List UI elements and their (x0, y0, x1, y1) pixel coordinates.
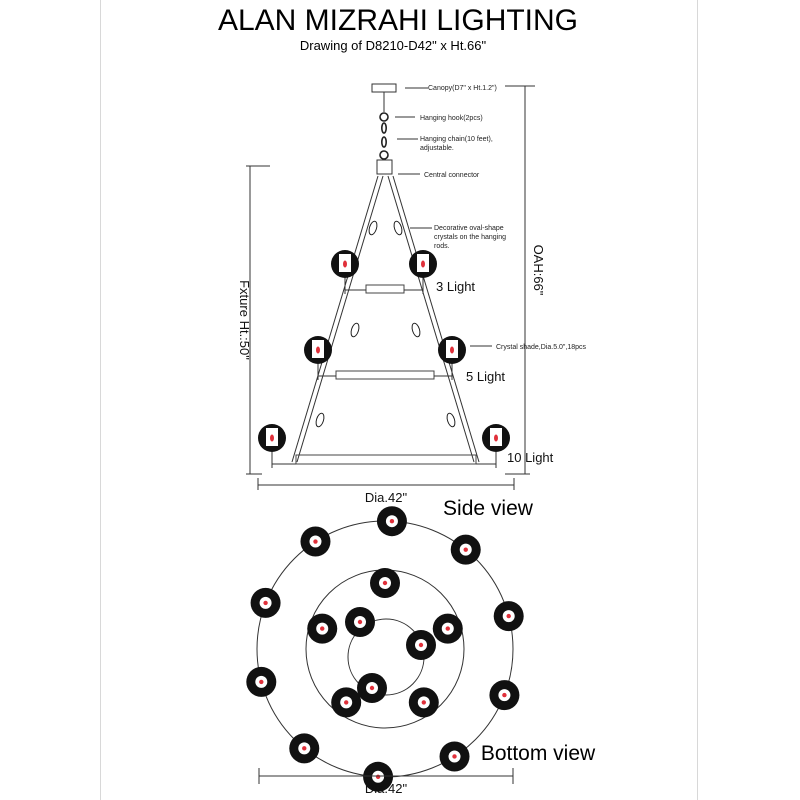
bottom-dia-dimension (258, 768, 514, 784)
bottom-shade (439, 741, 470, 772)
bottom-view (246, 506, 524, 792)
connector-label: Central connector (424, 172, 480, 179)
oah-dimension (505, 85, 535, 475)
bottom-shade (300, 526, 331, 557)
leader-lines (395, 87, 492, 347)
bottom-view-label: Bottom view (481, 742, 596, 765)
rod-crystals (315, 220, 456, 428)
oah-label: OAH:66" (531, 245, 546, 296)
bottom-shade (289, 733, 320, 764)
hook-label: Hanging hook(2pcs) (420, 115, 483, 122)
subtitle: Drawing of D8210-D42" x Ht.66" (300, 38, 487, 53)
bottom-shade (250, 587, 281, 618)
bottom-shade (376, 506, 407, 537)
canopy (371, 83, 397, 93)
title: ALAN MIZRAHI LIGHTING (218, 4, 578, 37)
fixture-height-dimension (246, 165, 270, 475)
side-dia-label: Dia.42" (365, 490, 408, 505)
annotations: Canopy(D7" x Ht.1.2") Hanging hook(2pcs)… (237, 85, 587, 520)
tier-top-label: 3 Light (436, 279, 475, 294)
bottom-shade (370, 568, 400, 598)
bottom-shade (246, 666, 277, 697)
side-shade (476, 424, 510, 468)
bottom-shade (331, 687, 362, 718)
bottom-shade (357, 673, 387, 703)
central-connector (376, 159, 393, 175)
bottom-shade (432, 613, 463, 644)
chain-label-2: adjustable. (420, 145, 454, 152)
side-shade (404, 250, 437, 294)
bottom-shade (345, 607, 375, 637)
chain (379, 112, 389, 160)
side-shade (331, 250, 366, 294)
shade-label: Crystal shade,Dia.5.0",18pcs (496, 344, 587, 351)
bottom-shade (489, 680, 520, 711)
canopy-label: Canopy(D7" x Ht.1.2") (428, 85, 497, 92)
page-edge-left (100, 0, 101, 800)
hanging-rods (291, 175, 480, 463)
fixture-height-label: Fxture Ht.:50" (237, 280, 252, 360)
side-shade (304, 336, 336, 380)
crystals-label-3: rods. (434, 243, 450, 250)
bottom-shade (406, 630, 436, 660)
tier-rings (295, 284, 477, 465)
chain-label: Hanging chain(10 feet), (420, 136, 493, 143)
bottom-shade (493, 601, 524, 632)
bottom-dia-label: Dia.42" (365, 781, 408, 796)
page-edge-right (697, 0, 698, 800)
tier-bottom-label: 10 Light (507, 450, 554, 465)
side-view (246, 83, 535, 490)
tier-middle-label: 5 Light (466, 369, 505, 384)
side-view-label: Side view (443, 497, 534, 520)
side-dia-dimension (257, 478, 515, 490)
bottom-shade (307, 613, 338, 644)
crystals-label-2: crystals on the hanging (434, 234, 506, 241)
bottom-shade (450, 534, 481, 565)
crystals-label: Decorative oval-shape (434, 225, 504, 232)
side-shade (434, 336, 466, 380)
bottom-shade (408, 687, 439, 718)
side-shade (258, 424, 296, 468)
